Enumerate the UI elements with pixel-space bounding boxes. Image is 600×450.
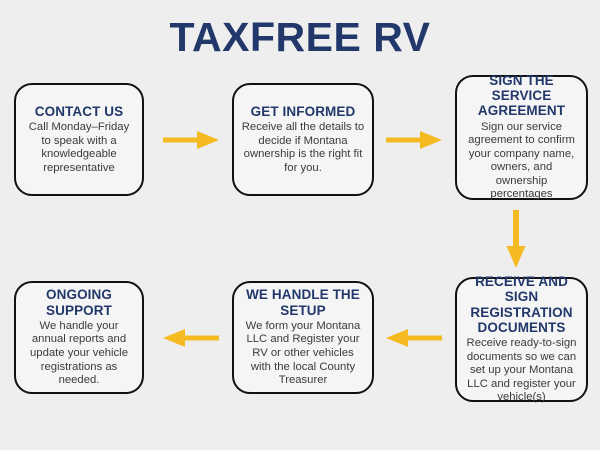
flow-step-body: Receive all the details to decide if Mon… xyxy=(241,121,365,174)
arrow-right-icon xyxy=(386,128,442,152)
flow-step-body: Call Monday–Friday to speak with a knowl… xyxy=(28,121,130,174)
arrow-left-icon xyxy=(386,326,442,350)
flow-step-get-informed[interactable]: GET INFORMED Receive all the details to … xyxy=(232,83,374,196)
flow-step-we-handle[interactable]: WE HANDLE THE SETUP We form your Montana… xyxy=(232,281,374,394)
arrow-down-icon xyxy=(504,210,528,268)
page-title: TAXFREE RV xyxy=(169,14,431,60)
flow-step-title: SIGN THE SERVICE AGREEMENT xyxy=(477,72,566,119)
flow-step-title: WE HANDLE THE SETUP xyxy=(246,287,360,318)
flow-step-sign-agreement[interactable]: SIGN THE SERVICE AGREEMENT Sign our serv… xyxy=(455,72,588,201)
flow-step-body: We form your Montana LLC and Register yo… xyxy=(245,319,361,387)
flow-step-body: Receive ready-to-sign documents so we ca… xyxy=(466,337,577,404)
arrow-left-icon xyxy=(163,326,219,350)
flow-step-contact-us[interactable]: CONTACT US Call Monday–Friday to speak w… xyxy=(14,83,144,196)
flow-step-title: ONGOING SUPPORT xyxy=(46,287,112,318)
flow-step-ongoing-support[interactable]: ONGOING SUPPORT We handle your annual re… xyxy=(14,281,144,394)
flow-step-title: RECEIVE AND SIGN REGISTRATION DOCUMENTS xyxy=(470,274,573,335)
flow-step-body: Sign our service agreement to confirm yo… xyxy=(468,120,575,201)
flow-step-title: CONTACT US xyxy=(34,103,124,119)
flow-step-body: We handle your annual reports and update… xyxy=(30,319,128,387)
flow-step-title: GET INFORMED xyxy=(250,103,356,119)
arrow-right-icon xyxy=(163,128,219,152)
flow-step-receive-sign[interactable]: RECEIVE AND SIGN REGISTRATION DOCUMENTS … xyxy=(455,274,588,404)
